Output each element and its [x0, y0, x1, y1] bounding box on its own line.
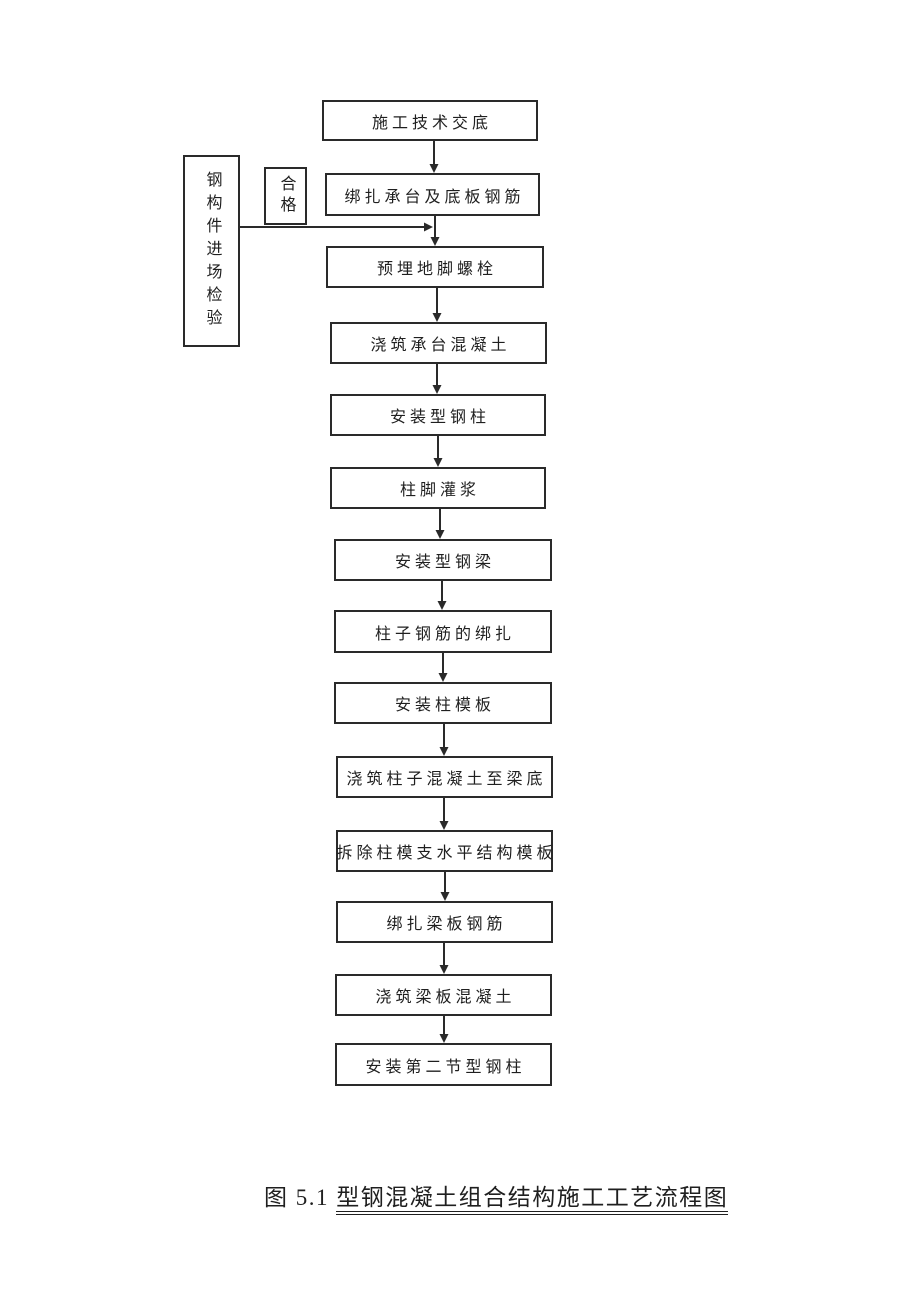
- steel-component-inspection-box: 钢构件进场检验: [183, 155, 240, 347]
- flow-step-install-steel-column: 安装型钢柱: [330, 394, 546, 436]
- qualified-label-box: 合格: [264, 167, 307, 225]
- flow-step-column-base-grouting: 柱脚灌浆: [330, 467, 546, 509]
- figure-caption-number: 图 5.1: [264, 1185, 337, 1210]
- figure-caption-title: 型钢混凝土组合结构施工工艺流程图: [336, 1185, 729, 1215]
- flow-step-tie-column-rebar: 柱子钢筋的绑扎: [334, 610, 552, 653]
- flow-step-pour-column-concrete: 浇筑柱子混凝土至梁底: [336, 756, 553, 798]
- flow-step-tie-cap-base-rebar: 绑扎承台及底板钢筋: [325, 173, 540, 216]
- figure-caption: 图 5.1 型钢混凝土组合结构施工工艺流程图: [264, 1178, 729, 1215]
- flow-step-install-second-column: 安装第二节型钢柱: [335, 1043, 552, 1086]
- flow-step-install-column-formwork: 安装柱模板: [334, 682, 552, 724]
- flow-step-construction-disclosure: 施工技术交底: [322, 100, 538, 141]
- flow-step-remove-formwork-erect-horizontal: 拆除柱模支水平结构模板: [336, 830, 553, 872]
- flow-step-install-steel-beam: 安装型钢梁: [334, 539, 552, 581]
- flow-step-pour-cap-concrete: 浇筑承台混凝土: [330, 322, 547, 364]
- flow-step-embed-anchor-bolts: 预埋地脚螺栓: [326, 246, 544, 288]
- flow-step-pour-beam-slab-concrete: 浇筑梁板混凝土: [335, 974, 552, 1016]
- flow-step-tie-beam-slab-rebar: 绑扎梁板钢筋: [336, 901, 553, 943]
